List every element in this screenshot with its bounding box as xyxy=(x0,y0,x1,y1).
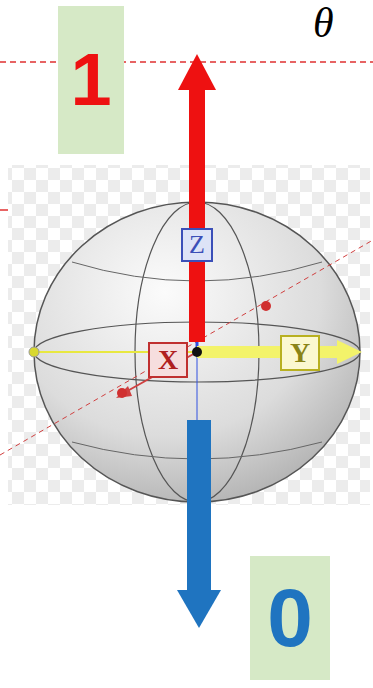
axis-label-box: X xyxy=(148,342,188,378)
y-axis-head xyxy=(337,340,362,364)
axis-dot xyxy=(261,301,271,311)
x-axis-head xyxy=(116,386,132,398)
x-axis-line xyxy=(0,240,373,455)
axis-label-box: Z xyxy=(181,228,213,262)
state-zero-head xyxy=(177,590,221,628)
node-text: 1 xyxy=(70,43,111,117)
state-zero-arrow xyxy=(187,420,211,592)
node-text: X xyxy=(158,346,178,374)
node-text: 0 xyxy=(267,577,313,659)
angle-symbol: θ xyxy=(313,2,334,44)
axis-dot xyxy=(29,347,39,357)
axis-label-box: Y xyxy=(280,335,320,371)
origin-dot xyxy=(192,347,202,357)
state-one-box: 1 xyxy=(58,6,124,154)
state-one-arrow xyxy=(189,86,205,342)
node-text: Y xyxy=(290,339,310,367)
node-text: Z xyxy=(189,232,205,258)
z-axis-line xyxy=(197,352,198,420)
dashed-reference-line xyxy=(0,61,373,63)
axis-dot xyxy=(117,388,127,398)
state-zero-box: 0 xyxy=(250,556,330,680)
state-one-head xyxy=(178,54,216,90)
